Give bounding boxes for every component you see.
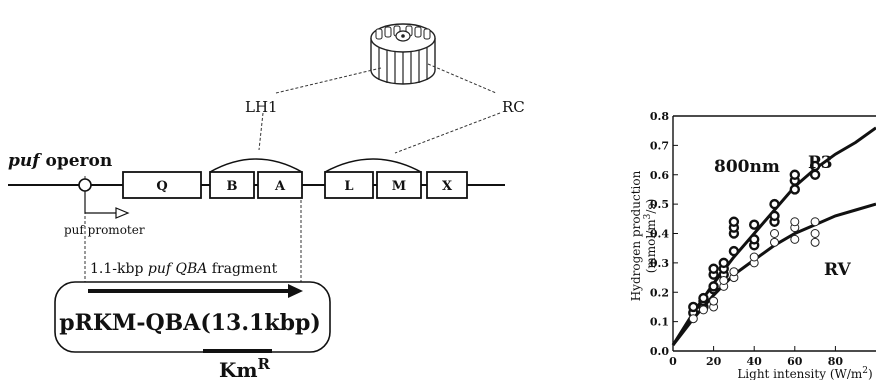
point-rv <box>771 238 779 246</box>
point-rv <box>811 218 819 226</box>
point-p3 <box>771 212 779 220</box>
point-rv <box>771 230 779 238</box>
lh1-label: LH1 <box>245 98 278 116</box>
point-rv <box>791 235 799 243</box>
point-rv <box>730 268 738 276</box>
point-p3 <box>791 185 799 193</box>
x-tick-label: 20 <box>706 355 722 368</box>
point-p3 <box>750 221 758 229</box>
promoter-label: puf promoter <box>64 223 145 237</box>
point-rv <box>750 253 758 261</box>
y-axis-label-line2: (mmol/m3/s) <box>643 199 658 274</box>
point-p3 <box>730 247 738 255</box>
operon-title: puf operon <box>8 151 112 171</box>
point-rv <box>791 218 799 226</box>
point-rv <box>710 297 718 305</box>
y-tick-label: 0.2 <box>650 286 669 299</box>
gene-boxes: Q B A L M X <box>123 172 467 198</box>
point-p3 <box>720 259 728 267</box>
gene-label-x: X <box>442 179 453 194</box>
point-p3 <box>771 200 779 208</box>
point-rv <box>699 306 707 314</box>
point-p3 <box>791 171 799 179</box>
point-rv <box>811 238 819 246</box>
rc-arc <box>325 159 421 172</box>
y-tick-label: 0.6 <box>650 169 669 182</box>
gene-label-q: Q <box>156 179 167 194</box>
lh1-rc-complex-icon <box>371 24 435 84</box>
gene-label-a: A <box>274 179 286 194</box>
point-p3 <box>710 265 718 273</box>
point-p3 <box>730 218 738 226</box>
fragment-label: 1.1-kbp puf QBA fragment <box>90 261 278 277</box>
y-axis-label-line1: Hydrogen production <box>629 170 643 301</box>
plasmid-label: pRKM-QBA(13.1kbp) <box>59 310 321 336</box>
y-tick-label: 0.8 <box>650 110 669 123</box>
y-tick-label: 0.7 <box>650 139 669 152</box>
x-tick-label: 0 <box>669 355 677 368</box>
promoter-circle <box>79 179 91 191</box>
y-tick-label: 0.0 <box>650 345 669 358</box>
point-rv <box>811 230 819 238</box>
series-label-p3: P3 <box>808 153 833 173</box>
x-axis-label: Light intensity (W/m2) <box>737 366 872 380</box>
chart-annotation-800nm: 800nm <box>714 157 780 177</box>
series-label-rv: RV <box>824 260 852 280</box>
point-rv <box>689 315 697 323</box>
lh1-arc <box>210 159 302 172</box>
point-p3 <box>689 303 697 311</box>
y-tick-label: 0.1 <box>650 316 669 329</box>
promoter-arrow <box>85 191 128 218</box>
point-p3 <box>710 282 718 290</box>
km-label: KmR <box>219 355 271 380</box>
gene-label-b: B <box>227 179 238 194</box>
operon-diagram: LH1 RC puf operon puf promoter Q B A L M <box>8 24 525 380</box>
gene-label-l: L <box>344 179 353 194</box>
point-p3 <box>699 294 707 302</box>
rc-label: RC <box>502 98 525 116</box>
point-rv <box>720 277 728 285</box>
point-p3 <box>750 235 758 243</box>
gene-label-m: M <box>392 179 406 194</box>
